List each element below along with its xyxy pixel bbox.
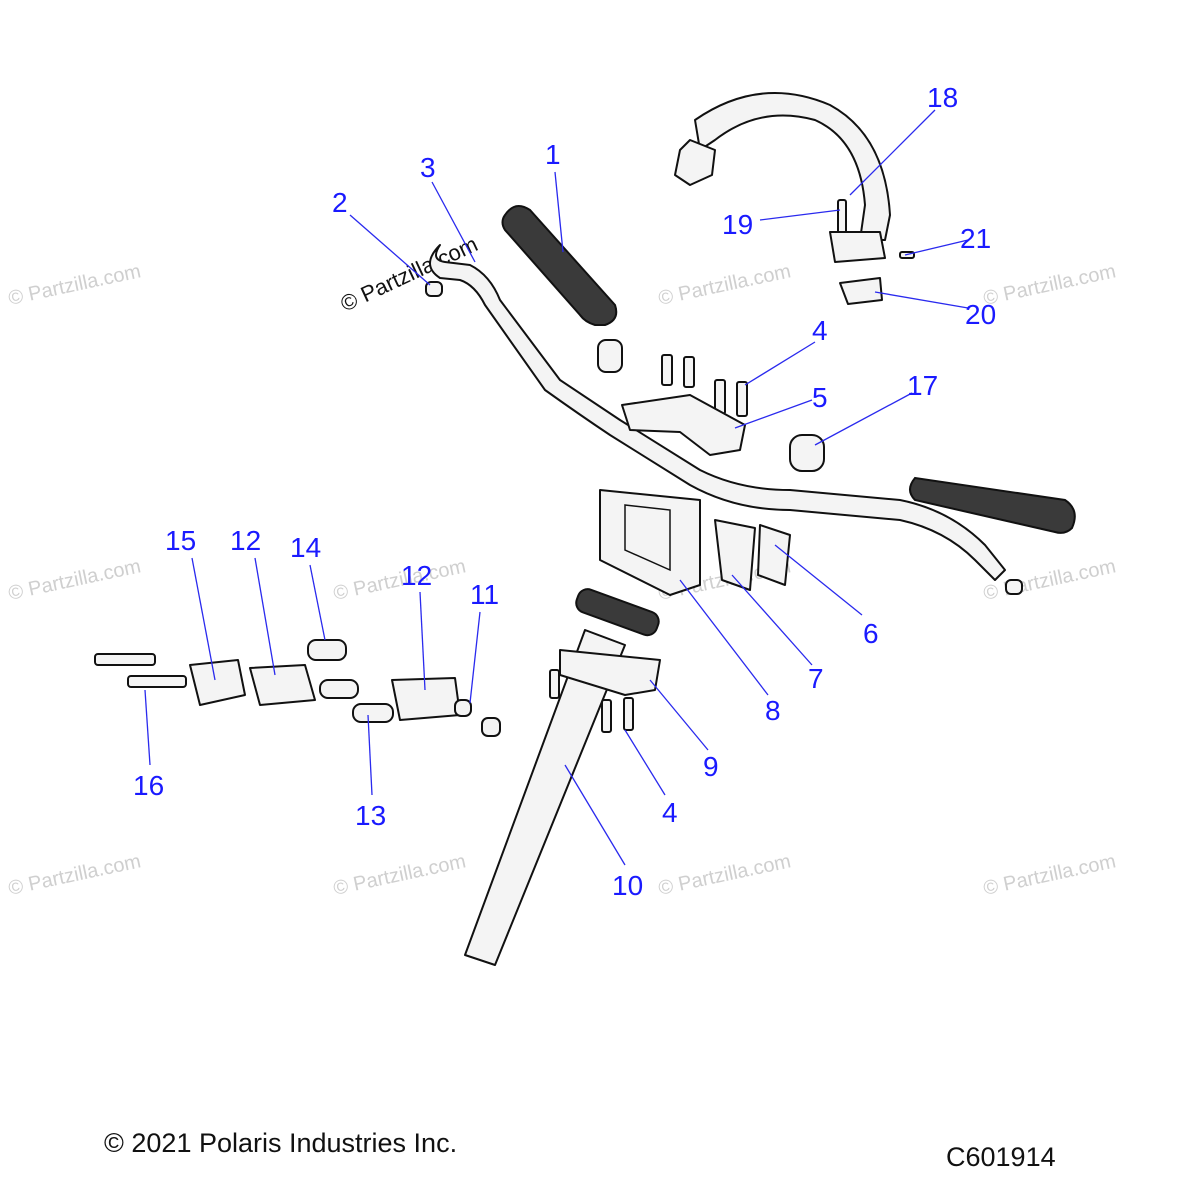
watermark: © Partzilla.com (981, 260, 1117, 310)
callout-label: 1 (545, 139, 561, 170)
bar-end-plug-right (1005, 579, 1023, 595)
watermark: © Partzilla.com (981, 555, 1117, 605)
left-grip (501, 205, 618, 326)
callout-label: 13 (355, 800, 386, 831)
callout-label: 7 (808, 663, 824, 694)
watermark: © Partzilla.com (656, 850, 792, 900)
callout-label: 10 (612, 870, 643, 901)
clamp-top (621, 394, 746, 456)
right-grip (909, 476, 1076, 534)
clip-20 (839, 277, 883, 305)
handlebar (429, 244, 1006, 581)
parts-drawing (94, 92, 1076, 966)
left-assembly (94, 639, 501, 737)
callout-label: 6 (863, 618, 879, 649)
hand-guard (694, 92, 891, 241)
riser-insert-6 (757, 524, 791, 586)
plate-15 (189, 659, 246, 706)
sleeve-13b (352, 703, 394, 723)
hand-guard-mount (674, 139, 716, 186)
bolt-16b (127, 675, 187, 688)
copyright-notice: © 2021 Polaris Industries Inc. (104, 1128, 458, 1158)
callouts: 1 2 3 4 5 17 18 19 21 20 15 12 14 12 11 … (133, 82, 996, 901)
callout-label: 2 (332, 187, 348, 218)
riser-block (599, 489, 701, 596)
leader-lines (144, 109, 969, 866)
lower-clamp (559, 649, 661, 696)
steering-post (464, 629, 626, 966)
callout-label: 12 (401, 560, 432, 591)
callout-label: 4 (662, 797, 678, 828)
callout-label: 5 (812, 382, 828, 413)
bar-end-plug (425, 281, 443, 297)
bolts-lower (549, 669, 634, 733)
watermark: © Partzilla.com (6, 260, 142, 310)
collar (597, 339, 623, 373)
callout-label: 3 (420, 152, 436, 183)
clamp-12a (249, 664, 316, 706)
watermark: © Partzilla.com (331, 850, 467, 900)
callout-label: 17 (907, 370, 938, 401)
callout-label: 21 (960, 223, 991, 254)
post-crossbar (575, 588, 660, 637)
diagram-code: C601914 (946, 1142, 1056, 1172)
callout-label: 4 (812, 315, 828, 346)
callout-label: 12 (230, 525, 261, 556)
callout-label: 15 (165, 525, 196, 556)
nut-11b (481, 717, 501, 737)
riser-insert-7 (714, 519, 756, 591)
bolts-upper (661, 354, 748, 417)
nut-11a (454, 699, 472, 717)
callout-label: 9 (703, 751, 719, 782)
callout-label: 16 (133, 770, 164, 801)
watermark: © Partzilla.com (981, 850, 1117, 900)
clamp-12b (391, 677, 461, 721)
watermark: © Partzilla.com (6, 850, 142, 900)
spacer-14 (307, 639, 347, 661)
callout-label: 20 (965, 299, 996, 330)
sleeve-13a (319, 679, 359, 699)
callout-label: 19 (722, 209, 753, 240)
callout-label: 14 (290, 532, 321, 563)
watermark: © Partzilla.com (331, 555, 467, 605)
watermark: © Partzilla.com (6, 555, 142, 605)
bolt-16a (94, 653, 156, 666)
watermark: © Partzilla.com (656, 260, 792, 310)
pin-19 (837, 199, 847, 235)
callout-label: 11 (470, 579, 499, 610)
collar-17 (789, 434, 825, 472)
callout-label: 18 (927, 82, 958, 113)
callout-label: 8 (765, 695, 781, 726)
mount-block (829, 231, 886, 263)
